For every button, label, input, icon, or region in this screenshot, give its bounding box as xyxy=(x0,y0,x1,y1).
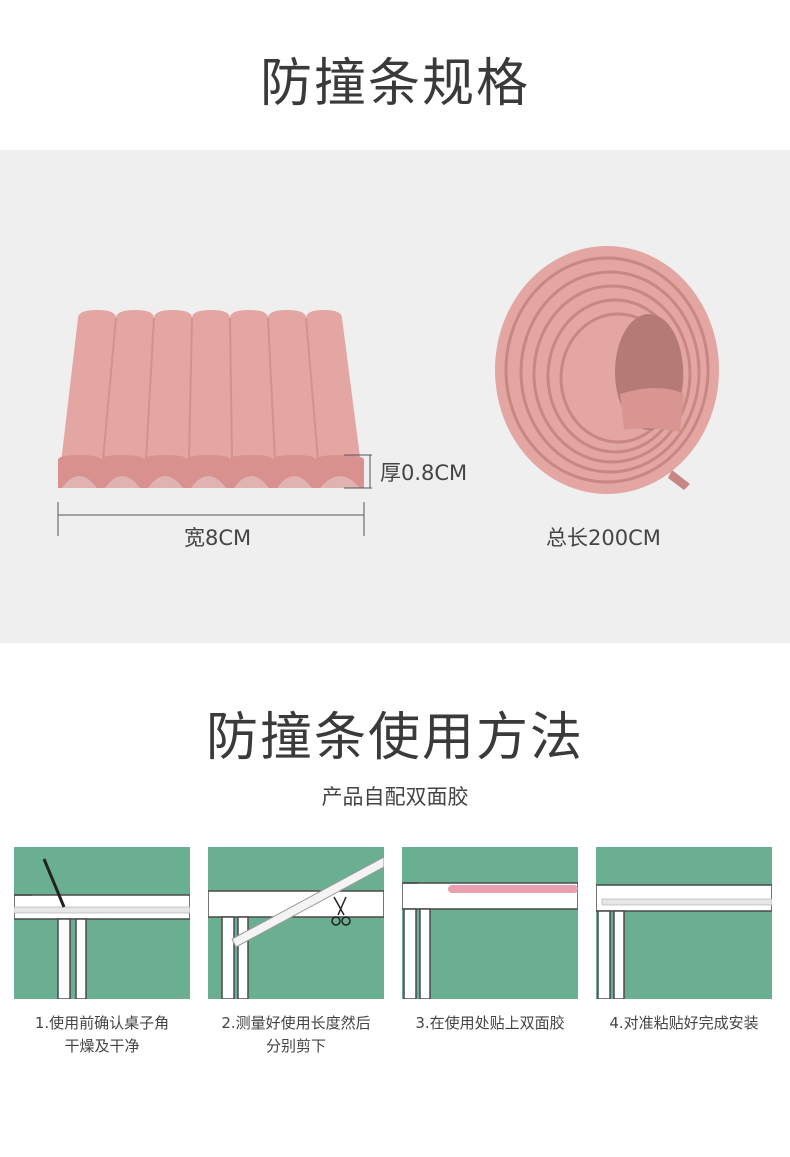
step-3-illustration xyxy=(402,882,578,999)
usage-title: 防撞条使用方法 xyxy=(205,708,584,768)
usage-subtitle: 产品自配双面胶 xyxy=(321,785,469,809)
step-4-caption: 4.对准粘贴好完成安装 xyxy=(586,1012,782,1035)
length-label: 总长200CM xyxy=(546,526,661,550)
spec-illustration xyxy=(57,246,719,536)
rolled-strip-image xyxy=(495,246,719,494)
step-1-caption: 1.使用前确认桌子角 干燥及干净 xyxy=(4,1012,200,1058)
step-2-panel xyxy=(208,847,384,999)
step-4-illustration xyxy=(596,884,772,999)
step-2-caption-line1: 2.测量好使用长度然后 xyxy=(221,1014,371,1032)
thickness-label: 厚0.8CM xyxy=(380,461,468,485)
step-4-caption-line1: 4.对准粘贴好完成安装 xyxy=(609,1014,759,1032)
step-3-caption-line1: 3.在使用处贴上双面胶 xyxy=(415,1014,565,1032)
spec-title: 防撞条规格 xyxy=(259,54,530,114)
thickness-dimension-line xyxy=(344,454,372,489)
spec-panel: 厚0.8CM 宽8CM 总长200CM xyxy=(0,150,790,643)
step-1-illustration xyxy=(14,858,190,999)
step-3-panel xyxy=(402,847,578,999)
step-2-illustration xyxy=(208,856,384,999)
step-4-panel xyxy=(596,847,772,999)
step-1-panel xyxy=(14,847,190,999)
width-label: 宽8CM xyxy=(184,526,252,550)
step-3-caption: 3.在使用处贴上双面胶 xyxy=(392,1012,588,1035)
step-1-caption-line2: 干燥及干净 xyxy=(64,1037,140,1055)
step-1-caption-line1: 1.使用前确认桌子角 xyxy=(34,1014,170,1032)
step-2-caption-line2: 分别剪下 xyxy=(265,1037,326,1055)
flat-strip-image xyxy=(58,310,364,488)
step-2-caption: 2.测量好使用长度然后 分别剪下 xyxy=(198,1012,394,1058)
width-dimension-line xyxy=(57,502,365,536)
